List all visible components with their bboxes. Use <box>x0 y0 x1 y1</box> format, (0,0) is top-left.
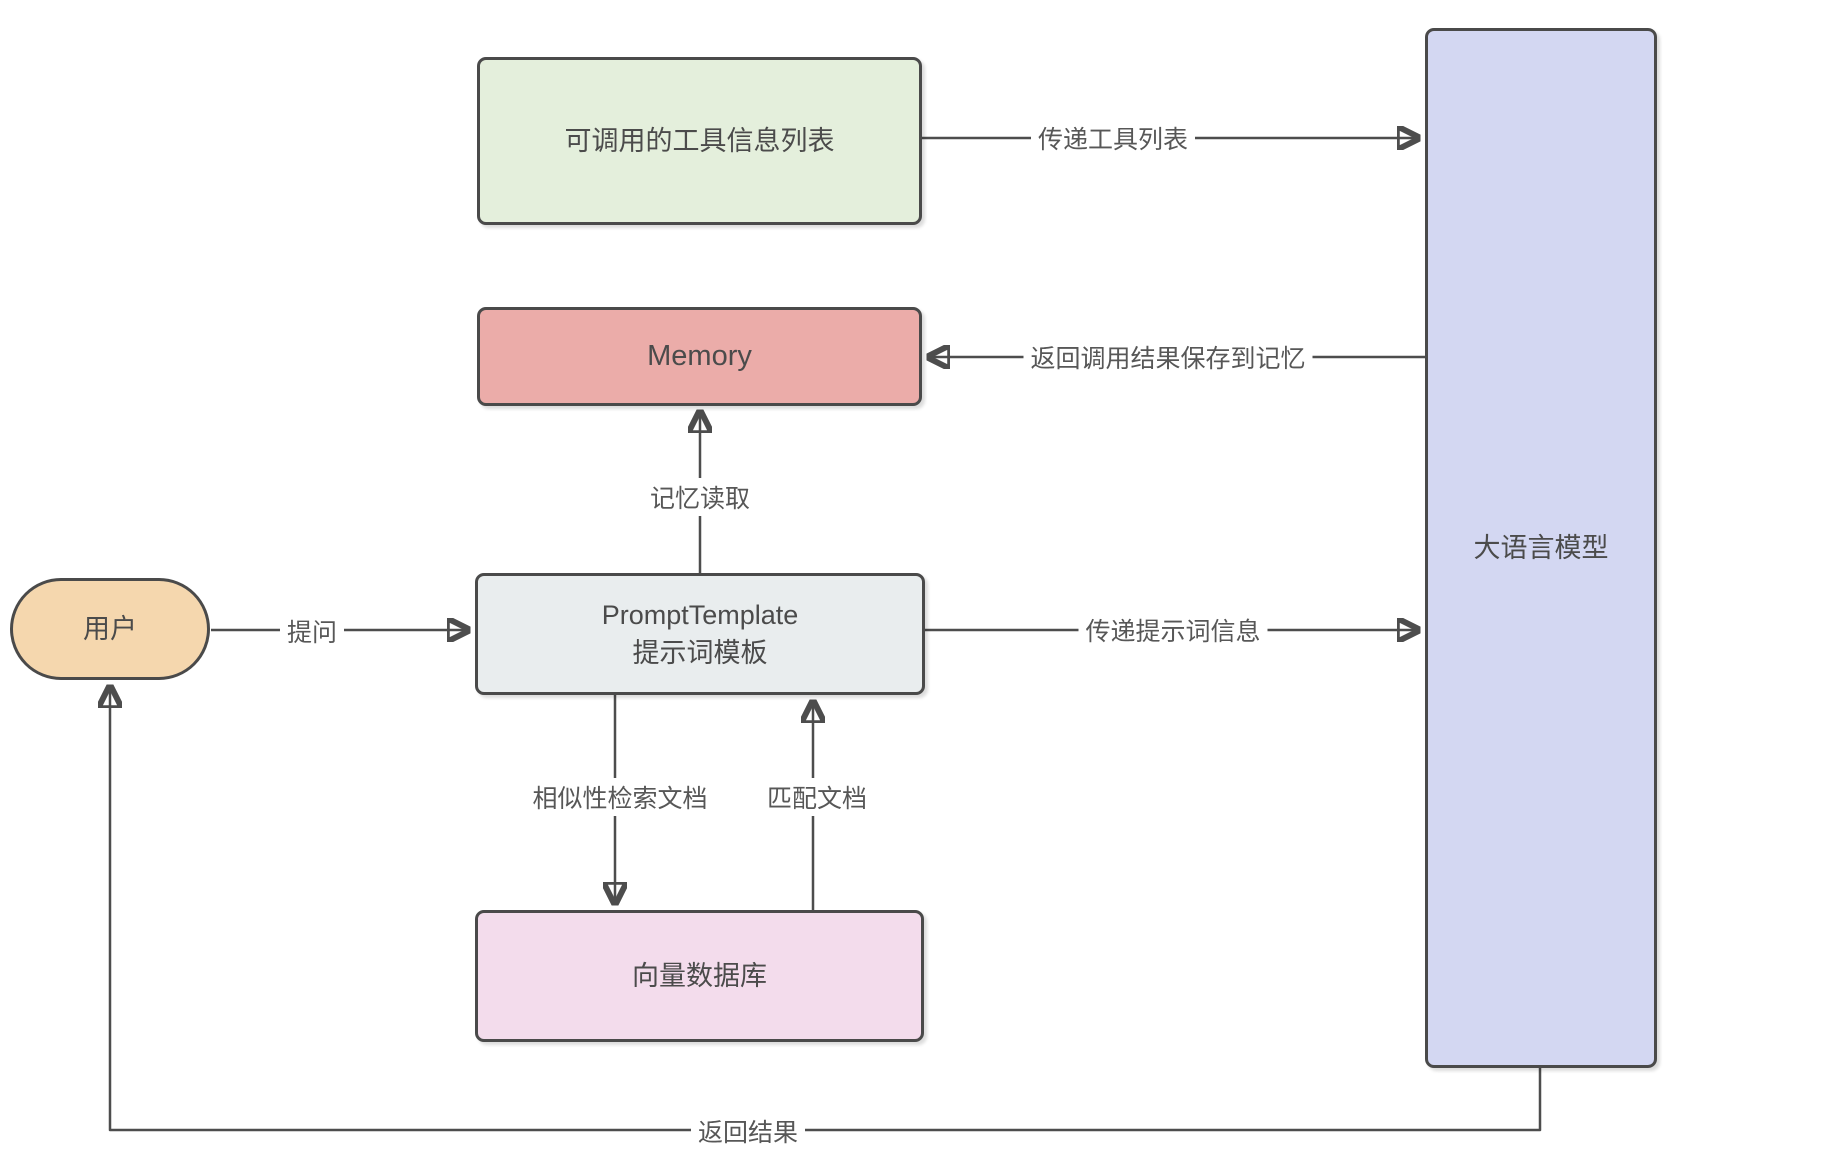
node-vector-db: 向量数据库 <box>475 910 924 1042</box>
node-user: 用户 <box>10 578 210 680</box>
edge-label-match-docs: 匹配文档 <box>759 778 875 816</box>
node-prompt-template-label-line1: PromptTemplate <box>601 599 799 630</box>
node-llm: 大语言模型 <box>1425 28 1657 1068</box>
edge-label-memory-read: 记忆读取 <box>642 478 758 516</box>
node-memory-label: Memory <box>647 339 752 372</box>
node-prompt-template: PromptTemplate 提示词模板 <box>475 573 925 695</box>
edge-label-pass-prompt-info: 传递提示词信息 <box>1078 611 1268 649</box>
node-tools: 可调用的工具信息列表 <box>477 57 922 225</box>
edge-label-ask: 提问 <box>279 612 345 650</box>
node-llm-label: 大语言模型 <box>1473 532 1609 563</box>
node-prompt-template-label-line2: 提示词模板 <box>632 638 768 668</box>
edge-return-result <box>110 688 1542 1132</box>
edge-label-similarity-search: 相似性检索文档 <box>525 778 715 816</box>
edge-label-return-result: 返回结果 <box>690 1112 806 1150</box>
node-user-label: 用户 <box>83 613 137 644</box>
node-vector-db-label: 向量数据库 <box>632 960 767 991</box>
node-tools-label: 可调用的工具信息列表 <box>564 125 835 156</box>
node-memory: Memory <box>477 307 922 406</box>
edge-label-pass-tool-list: 传递工具列表 <box>1030 119 1196 157</box>
edge-label-save-result-to-memory: 返回调用结果保存到记忆 <box>1023 338 1313 376</box>
